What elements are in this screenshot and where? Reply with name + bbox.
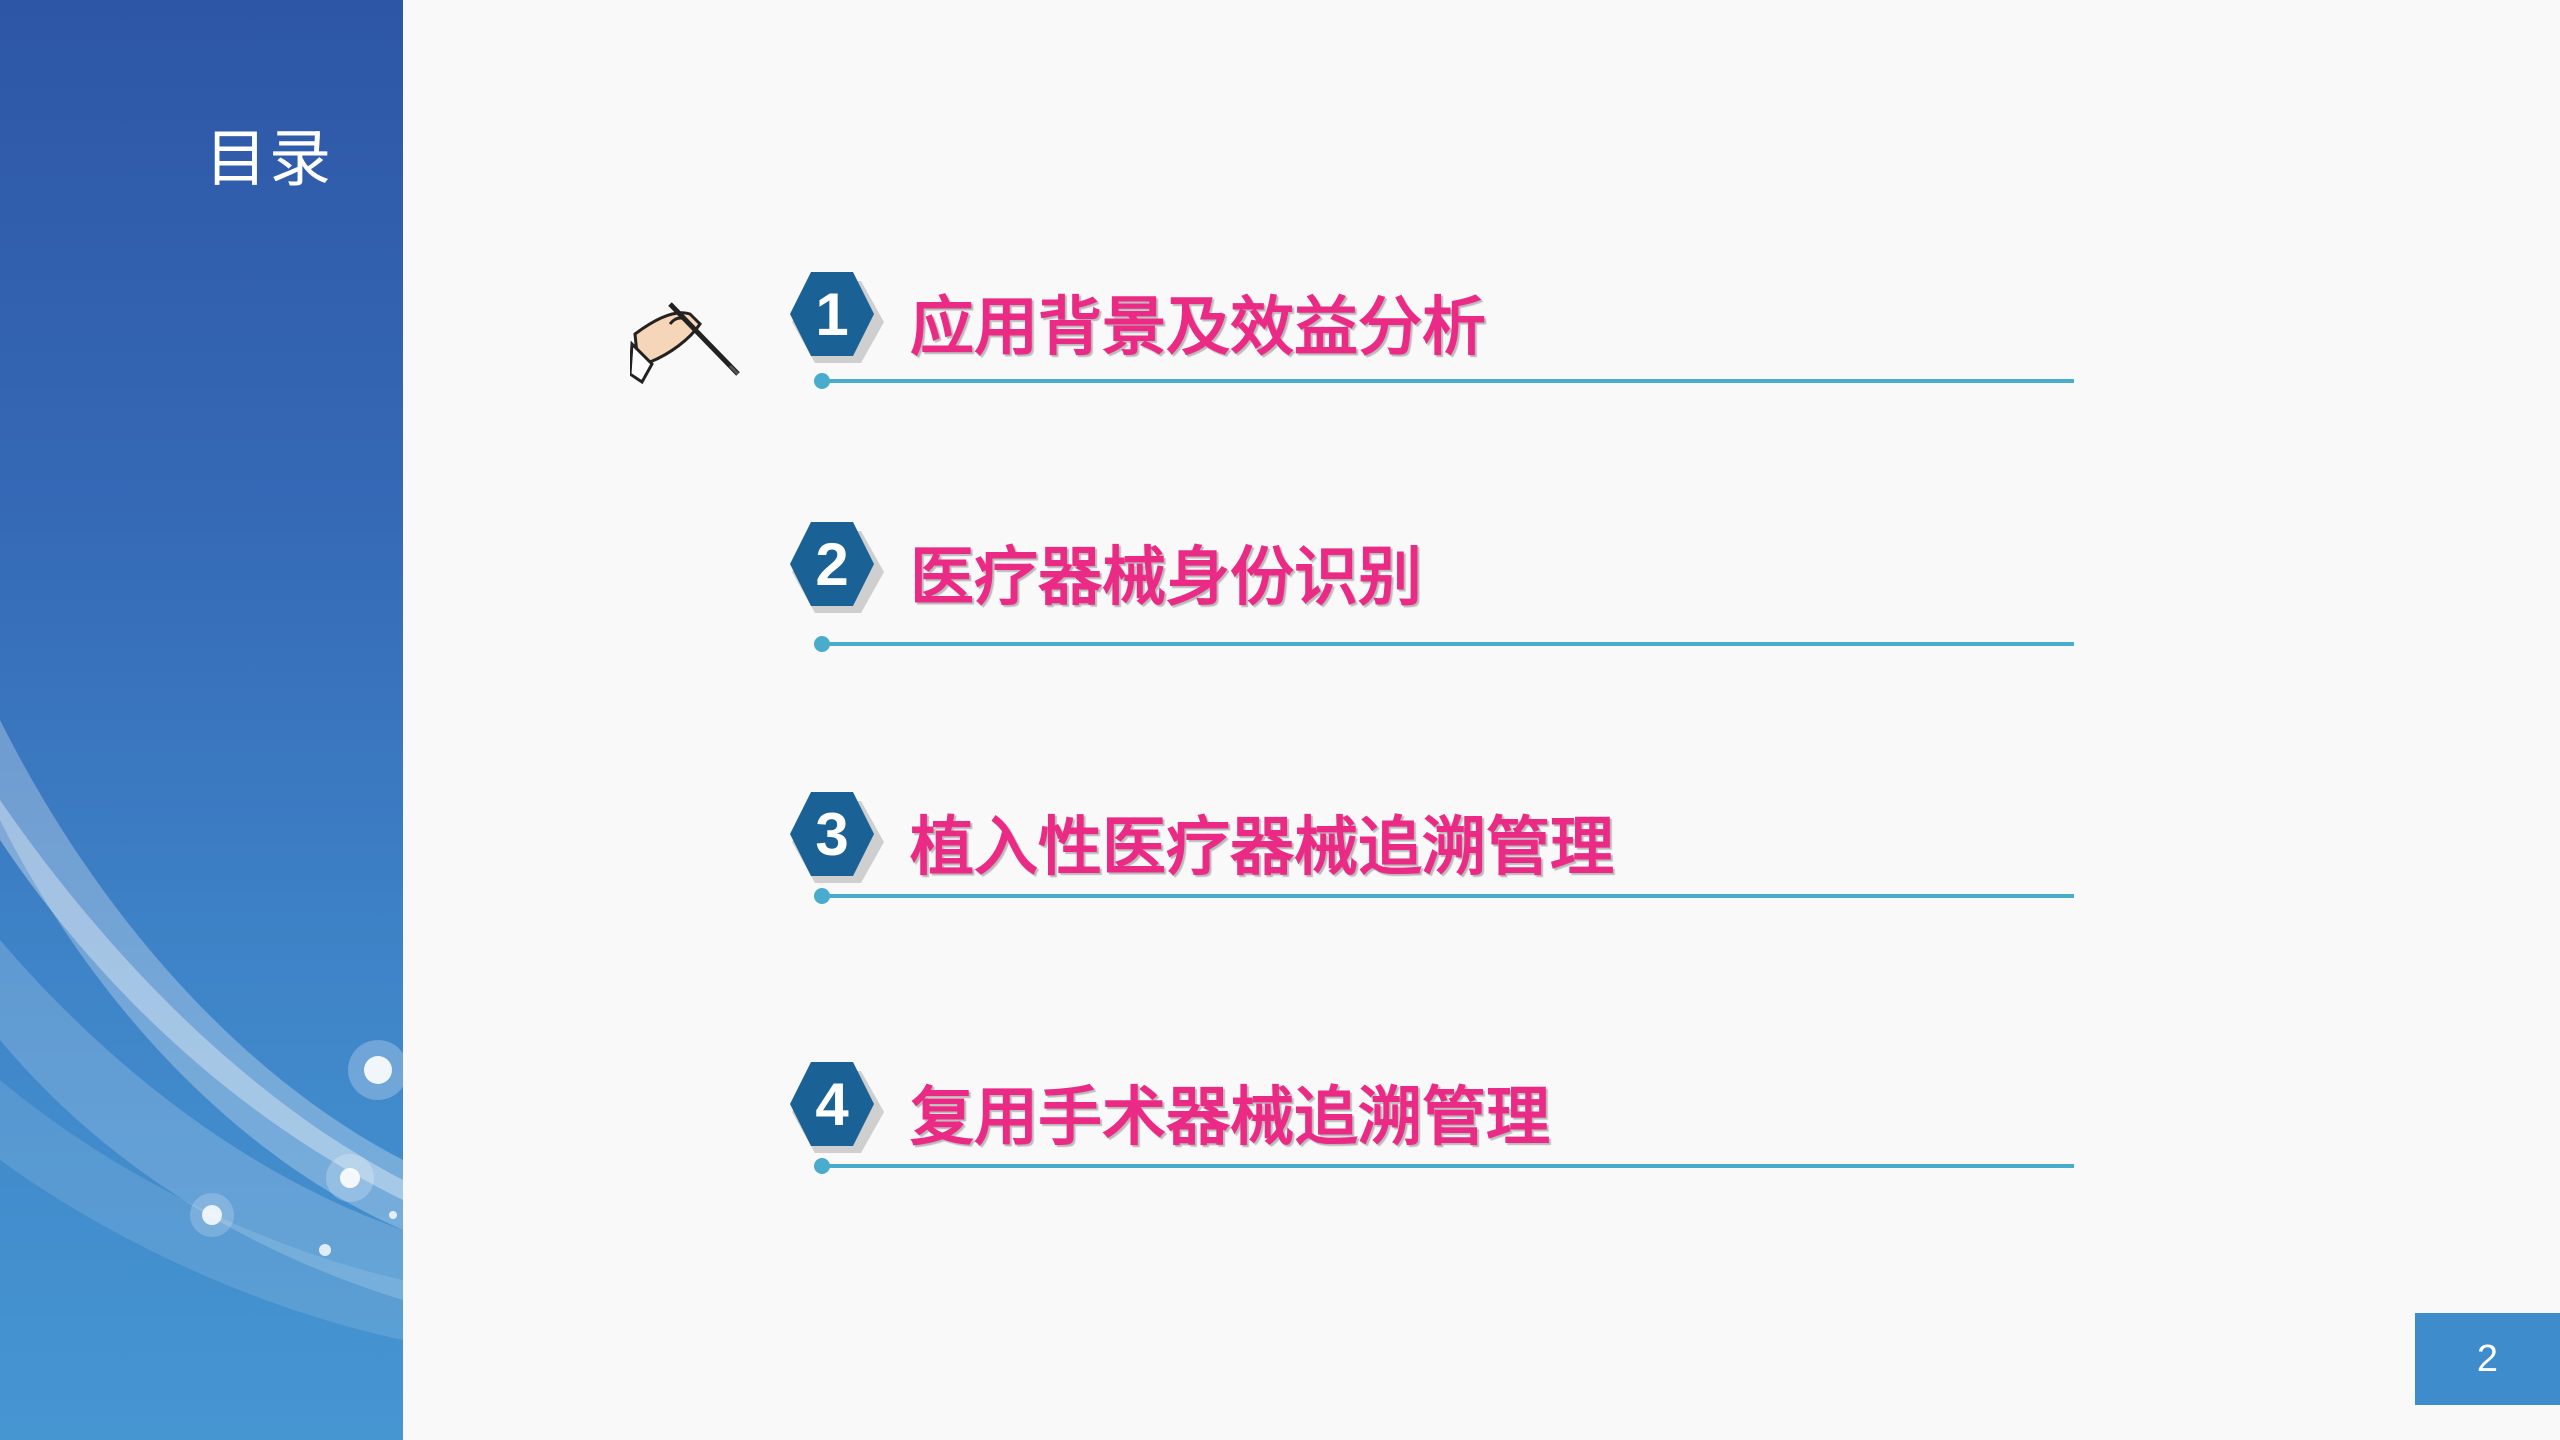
toc-item-label: 植入性医疗器械追溯管理: [910, 811, 1614, 885]
item-number-badge: 2: [790, 522, 886, 618]
toc-item-label: 应用背景及效益分析: [910, 291, 1486, 365]
sidebar-panel: 目录: [0, 0, 403, 1440]
item-underline: [820, 1164, 2074, 1168]
pen-in-hand-icon: [630, 302, 740, 384]
toc-item-3[interactable]: 3 植入性医疗器械追溯管理: [790, 792, 2090, 912]
item-underline: [820, 894, 2074, 898]
item-underline: [820, 642, 2074, 646]
slide-title: 目录: [205, 122, 334, 195]
item-number-badge: 1: [790, 272, 886, 368]
page-number-badge: 2: [2415, 1313, 2560, 1405]
toc-item-1[interactable]: 1 应用背景及效益分析: [790, 272, 2090, 392]
toc-item-label: 医疗器械身份识别: [910, 541, 1422, 615]
toc-item-2[interactable]: 2 医疗器械身份识别: [790, 522, 2090, 652]
sidebar-swoosh-decoration: [0, 720, 403, 1340]
toc-item-4[interactable]: 4 复用手术器械追溯管理: [790, 1062, 2090, 1182]
item-number-badge: 3: [790, 792, 886, 888]
toc-item-label: 复用手术器械追溯管理: [910, 1081, 1550, 1155]
item-underline: [820, 379, 2074, 383]
item-number-badge: 4: [790, 1062, 886, 1158]
